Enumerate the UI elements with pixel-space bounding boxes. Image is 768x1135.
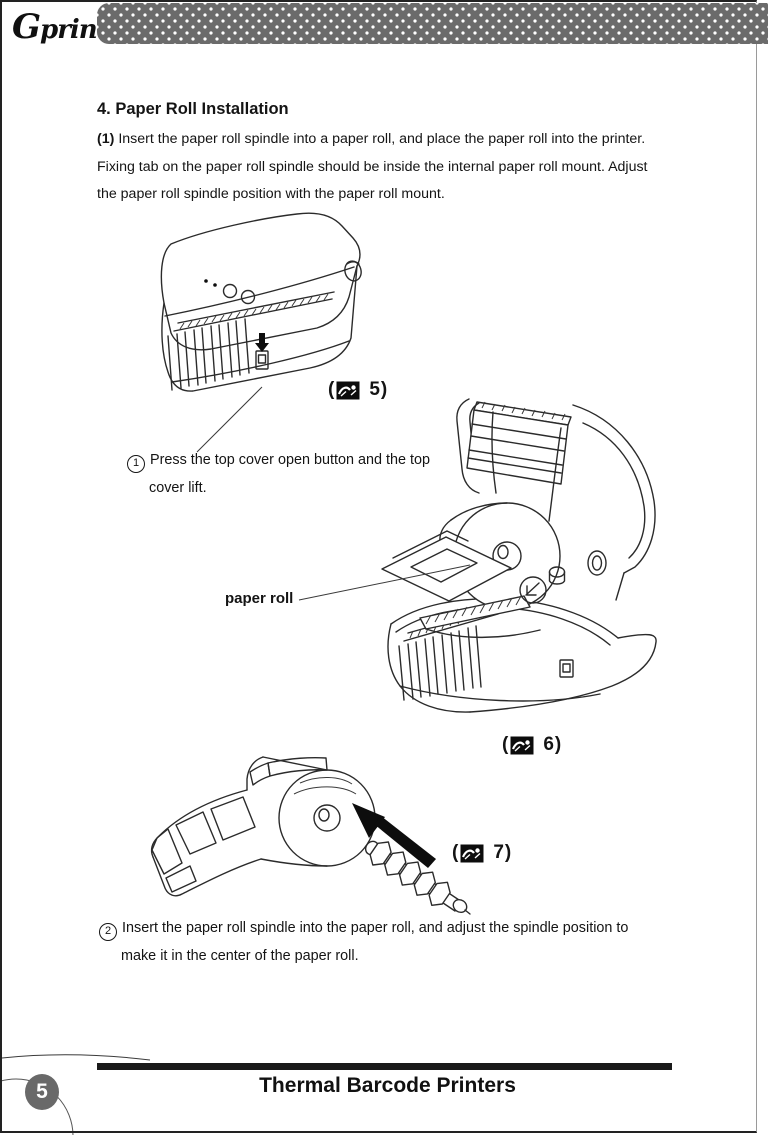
step-1-line-2: cover lift. [149, 480, 207, 496]
figure7-roll-spindle-drawing [150, 756, 471, 915]
figure-word-glyph [336, 381, 360, 399]
figure7-caption: ( 7 ) [452, 842, 511, 864]
intro-step-number: (1) [97, 131, 115, 147]
figure-number: 6 [543, 734, 554, 755]
figure6-caption: ( 6 ) [502, 734, 561, 756]
caption-paren: ( [502, 734, 509, 755]
leader-line-open-button [196, 386, 263, 453]
circled-step-marker: 1 [127, 454, 145, 473]
caption-paren: ) [554, 734, 562, 755]
figure-word-glyph [510, 736, 534, 754]
figure-word-glyph [460, 844, 484, 862]
paper-roll-label: paper roll [225, 590, 294, 607]
intro-line-2: Fixing tab on the paper roll spindle sho… [97, 158, 648, 175]
page-number-badge: 5 [25, 1074, 59, 1110]
caption-paren: ( [328, 379, 335, 400]
caption-paren: ) [504, 842, 512, 863]
circled-step-marker: 2 [99, 922, 117, 941]
figure-number: 5 [369, 379, 380, 400]
caption-paren: ( [452, 842, 459, 863]
footer-rule [97, 1063, 672, 1070]
intro-line-3: the paper roll spindle position with the… [97, 186, 445, 202]
figure5-closed-printer-drawing [160, 212, 362, 453]
figure5-caption: ( 5 ) [328, 379, 387, 401]
fixing-tab-circle-marker [519, 576, 547, 604]
insert-arrow [352, 803, 436, 868]
leader-line-paper-roll [298, 564, 471, 601]
caption-paren: ) [380, 379, 388, 400]
footer-document-title: Thermal Barcode Printers [259, 1074, 516, 1097]
step-2-line-2: make it in the center of the paper roll. [121, 948, 359, 964]
footer-decorative-line [1, 1054, 151, 1061]
intro-line-1: (1)Insert the paper roll spindle into a … [97, 131, 646, 147]
section-title: 4. Paper Roll Installation [97, 100, 289, 118]
intro-paragraph: (1)Insert the paper roll spindle into a … [97, 126, 697, 209]
header-dotted-banner [97, 3, 768, 44]
top-cover-open-button [255, 333, 269, 370]
figure-number: 7 [493, 842, 504, 863]
